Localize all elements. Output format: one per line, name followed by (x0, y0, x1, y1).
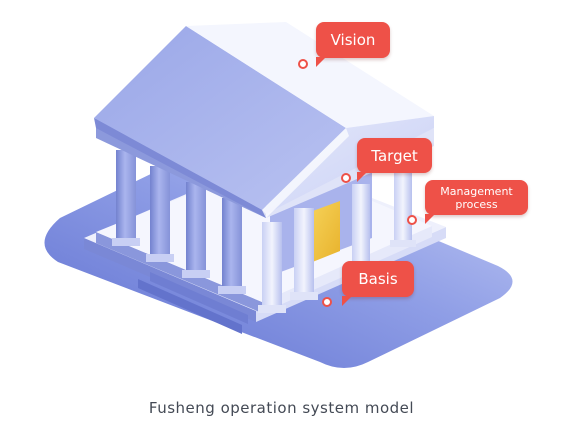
figure-caption: Fusheng operation system model (148, 399, 415, 417)
marker-management-process-dot (407, 215, 417, 225)
callout-management-process-tail (425, 214, 435, 224)
callout-basis-label: Basis (358, 270, 398, 288)
roof (94, 22, 434, 218)
callout-management-process-label: Management process (440, 184, 513, 211)
callout-vision-label: Vision (330, 31, 376, 49)
callout-basis: Basis (342, 261, 414, 306)
marker-vision-dot (298, 59, 308, 69)
door (310, 201, 340, 263)
marker-target-dot (341, 173, 351, 183)
callout-basis-tail (342, 296, 352, 306)
callout-target-label: Target (371, 146, 418, 165)
callout-target-tail (357, 172, 367, 182)
callout-vision-tail (316, 57, 326, 67)
callout-management-process: Management process (425, 180, 528, 224)
marker-basis-dot (322, 297, 332, 307)
callout-vision: Vision (316, 22, 390, 67)
callout-target: Target (357, 138, 432, 182)
side-columns (112, 150, 246, 294)
